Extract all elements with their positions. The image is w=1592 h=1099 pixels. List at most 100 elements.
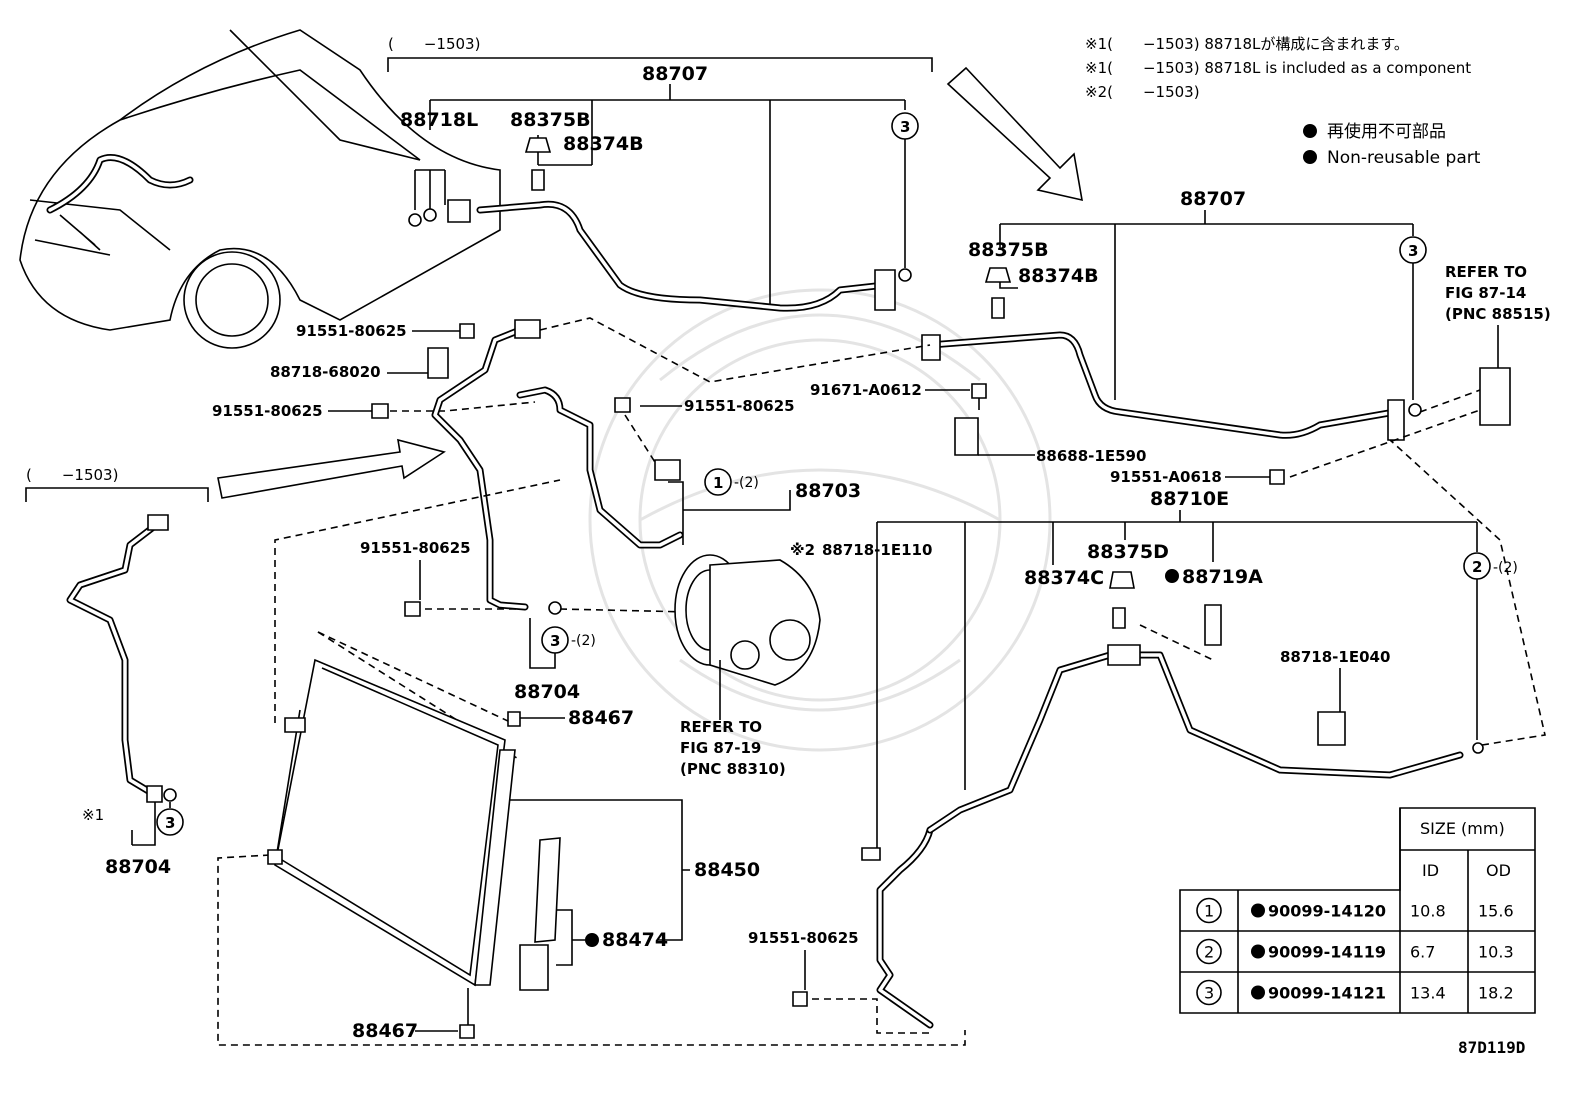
bracket — [267, 849, 283, 865]
watermark-emblem — [588, 288, 1052, 752]
cushion — [459, 1024, 475, 1039]
pipe-clamp — [861, 847, 881, 861]
qty-2-right: -(2) — [1493, 560, 1518, 576]
size-row-ref: 1 — [1204, 902, 1214, 921]
o-ring — [548, 601, 562, 615]
pipe-clamp — [1317, 711, 1346, 746]
non-reusable-dot-icon — [585, 933, 599, 947]
label-88707-top: 88707 — [642, 63, 708, 85]
bolt-icon — [1269, 469, 1285, 485]
ref-1: 1 — [713, 474, 723, 492]
service-cap — [524, 137, 552, 153]
group-88704-left: ( −1503) ※1 3 88704 — [25, 466, 209, 878]
pipe-flange — [146, 785, 163, 803]
fitting — [447, 199, 471, 223]
ref-3-left: 3 — [165, 814, 175, 832]
ref-2-right: 2 — [1472, 558, 1482, 576]
size-table-col-id: ID — [1422, 861, 1439, 880]
o-ring — [898, 268, 912, 282]
size-table-row: 1 90099-14120 10.8 15.6 — [1196, 897, 1514, 924]
label-88375D: 88375D — [1087, 541, 1169, 563]
range-left: ( −1503) — [26, 466, 118, 484]
refer-87-19-line3: (PNC 88310) — [680, 760, 786, 778]
service-valve — [531, 169, 545, 191]
bracket — [954, 417, 979, 456]
note-2-mark: ※2 — [790, 541, 815, 559]
o-ring — [163, 788, 177, 802]
label-88710E: 88710E — [1150, 488, 1229, 510]
note-2: ※2( −1503) — [1085, 83, 1200, 101]
label-88718-1E040: 88718-1E040 — [1280, 648, 1390, 666]
qty-3-mid: -(2) — [571, 633, 596, 649]
bracket — [284, 717, 306, 733]
ref-circle — [1196, 979, 1222, 1006]
non-reusable-dot-icon — [1251, 985, 1265, 1000]
non-reusable-dot-icon — [1251, 944, 1265, 959]
ref-3-right: 3 — [1408, 242, 1418, 260]
legend-ja: 再使用不可部品 — [1327, 121, 1446, 142]
label-88467-bottom: 88467 — [352, 1020, 418, 1042]
group-88707-right: 88707 88375B 88374B 3 REFER TO FIG 87-14… — [921, 188, 1551, 441]
size-row-part: 90099-14119 — [1268, 943, 1386, 962]
bolt-icon — [792, 991, 808, 1007]
label-88718-1E110: 88718-1E110 — [822, 541, 932, 559]
size-row-id: 10.8 — [1410, 902, 1446, 921]
non-reusable-dot-icon — [1303, 150, 1317, 164]
size-table-title: SIZE (mm) — [1420, 819, 1505, 838]
pipe-end — [921, 334, 941, 361]
size-table-col-od: OD — [1486, 861, 1511, 880]
qty-1: -(2) — [734, 475, 759, 491]
pipe-end — [514, 319, 541, 339]
pipe-end — [147, 514, 169, 531]
refer-87-14-line2: FIG 87-14 — [1445, 284, 1526, 302]
label-91551-80625-b: 91551-80625 — [212, 402, 323, 420]
label-91551-80625-a: 91551-80625 — [296, 322, 407, 340]
bolt-icon — [971, 383, 987, 399]
label-88474: 88474 — [602, 929, 668, 951]
note-1-en: ※1( −1503) 88718L is included as a compo… — [1085, 59, 1471, 77]
label-88374C: 88374C — [1024, 567, 1104, 589]
non-reusable-dot-icon — [1165, 569, 1179, 583]
direction-arrow-top — [946, 66, 1083, 202]
ref-circle — [1196, 897, 1222, 924]
ref-3-top: 3 — [900, 118, 910, 136]
receiver-cap — [519, 944, 549, 991]
label-88374B-right: 88374B — [1018, 265, 1099, 287]
label-91671-A0612: 91671-A0612 — [810, 381, 922, 399]
pipe-flange — [1387, 399, 1405, 441]
label-88718L: 88718L — [400, 109, 478, 131]
label-88688-1E590: 88688-1E590 — [1036, 447, 1146, 465]
pipe-flange — [874, 269, 896, 311]
size-row-part: 90099-14121 — [1268, 984, 1386, 1003]
size-row-part: 90099-14120 — [1268, 902, 1386, 921]
size-row-od: 15.6 — [1478, 902, 1514, 921]
service-valve — [1112, 607, 1126, 629]
size-row-ref: 2 — [1204, 943, 1214, 962]
label-88375B-right: 88375B — [968, 239, 1049, 261]
cushion — [507, 711, 521, 727]
refer-87-19-line2: FIG 87-19 — [680, 739, 761, 757]
group-hoses-middle: 91551-80625 88718-68020 91551-80625 9155… — [212, 317, 931, 703]
size-row-od: 10.3 — [1478, 943, 1514, 962]
service-valve — [991, 297, 1005, 319]
pipe-junction-block — [1107, 644, 1141, 666]
direction-arrow-left — [217, 438, 446, 499]
range-top: ( −1503) — [388, 35, 480, 53]
label-88703: 88703 — [795, 480, 861, 502]
condenser: 88467 88450 88474 88467 — [217, 479, 966, 1046]
group-88710E: 88710E ※2 88718-1E110 88375D 88374C 8871… — [748, 439, 1546, 1034]
pressure-switch — [1204, 604, 1222, 646]
non-reusable-dot-icon — [1303, 124, 1317, 138]
o-ring — [408, 213, 422, 227]
label-91551-80625-d: 91551-80625 — [748, 929, 859, 947]
vehicle-outline — [19, 29, 501, 349]
legend-en: Non-reusable part — [1327, 148, 1481, 168]
bracket-assembly: 91671-A0612 88688-1E590 91551-A0618 — [810, 381, 1481, 486]
label-88704-mid: 88704 — [514, 681, 580, 703]
label-88707-right: 88707 — [1180, 188, 1246, 210]
o-ring — [423, 208, 437, 222]
pipe-flange — [654, 459, 681, 481]
ref-circle-1 — [704, 468, 732, 496]
